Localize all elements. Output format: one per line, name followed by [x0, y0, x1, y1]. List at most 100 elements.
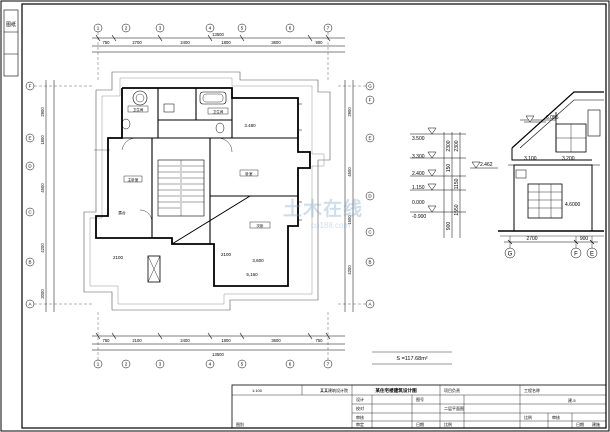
elev-0000: 0.000 [412, 200, 425, 206]
dim-bottom-3: 2400 [180, 338, 190, 343]
section-axis-g: G [508, 252, 513, 258]
title-block-scale: 1:100 [252, 388, 263, 393]
room-label-bedroom: 卧室 [245, 171, 253, 176]
area-label: S =117.68m² [396, 356, 427, 362]
grid-bottom-7: 7 [327, 362, 330, 367]
elev-1150: 1.150 [412, 185, 425, 191]
dim-top-6: 900 [316, 40, 324, 45]
dim-left-5: 2000 [40, 289, 45, 299]
grid-bottom-2: 2 [125, 362, 128, 367]
title-block-label-drawing-no: 图号 [416, 396, 424, 402]
vdim-6: 900 [446, 222, 452, 231]
room-label-master-bedroom: 主卧室 [128, 177, 139, 182]
title-block-row-scale: 比例 [524, 414, 532, 420]
grid-left-5: B [28, 260, 31, 265]
watermark-text: 土木在线 [283, 199, 364, 220]
elev-3500: 3.500 [412, 136, 425, 142]
title-block-label-review: 审核 [356, 414, 364, 420]
dim-bottom-1: 750 [103, 338, 111, 343]
grid-bottom-3: 3 [159, 362, 162, 367]
dim-bottom-2: 2100 [132, 338, 142, 343]
elev-2462: 2.462 [480, 162, 493, 168]
grid-top-5: 5 [241, 26, 244, 31]
section-axis-f: F [574, 252, 578, 258]
dim-right-1: 2900 [347, 107, 352, 117]
section-axis-e: E [590, 252, 594, 258]
vdim-5: 1550 [454, 204, 460, 215]
title-block [231, 384, 607, 429]
grid-left-3: D [28, 164, 32, 169]
grid-right-6: B [368, 260, 371, 265]
room-label-bathroom-2: 卫生间 [213, 109, 224, 114]
plan-text-4: 3,600 [252, 258, 264, 263]
watermark: 土木在线 co188.com [283, 194, 423, 234]
plan-text-5: 5,160 [246, 272, 258, 277]
title-block-label-scale: 比例 [444, 421, 452, 427]
dim-left-4: 4200 [40, 243, 45, 253]
section-detail [410, 91, 604, 248]
room-label-secondary-bedroom: 次卧 [256, 223, 264, 228]
dim-bottom-4: 1800 [221, 338, 231, 343]
watermark-subtext: co188.com [311, 221, 351, 230]
grid-bottom-6: 6 [289, 362, 292, 367]
title-block-drawing-name: 二层平面图 [444, 405, 464, 411]
dim-top-4: 1800 [221, 40, 231, 45]
title-block-label-design: 设计 [356, 396, 364, 402]
grid-top-1: 1 [97, 26, 100, 31]
hdim-2: 900 [580, 236, 589, 242]
title-block-label-type: 图别 [236, 421, 244, 427]
dim-top-3: 2400 [180, 40, 190, 45]
elev-6055: 6.055 [546, 115, 559, 121]
title-block-label-approve: 审定 [356, 421, 364, 427]
elev-4600: 4.6000 [565, 202, 581, 208]
title-block-company: 某某建筑设计院 [320, 387, 348, 393]
grid-right-1: G [368, 84, 372, 89]
plan-text-2: 3.480 [244, 123, 256, 128]
grid-right-2: F [369, 98, 372, 103]
dim-right-3: 1500 [347, 215, 352, 225]
dim-bottom-6: 750 [316, 338, 324, 343]
plan-text-3: 2100 [221, 252, 232, 257]
dim-bottom-total: 13500 [212, 352, 224, 357]
title-block-label-date: 日期 [416, 421, 424, 427]
grid-left-4: C [28, 210, 32, 215]
elev-3100: 3.100 [524, 156, 537, 162]
vdim-4: 1150 [454, 178, 460, 189]
title-block-project: 某住宅楼建筑设计图 [374, 387, 417, 394]
elev-3300: 3.300 [412, 154, 425, 160]
title-block-label-check: 校对 [356, 405, 364, 411]
grid-right-7: A [368, 302, 371, 307]
elev-minus-0900: -0.900 [412, 214, 426, 220]
title-block-row-date: 日期 [576, 421, 584, 427]
dim-right-2: 4500 [347, 167, 352, 177]
title-block-row-review: 审核 [552, 414, 560, 420]
floor-plan [45, 34, 354, 351]
dim-top-2: 2700 [132, 40, 142, 45]
elev-2400: 2.400 [412, 171, 425, 177]
grid-bottom-4: 4 [209, 362, 212, 367]
grid-right-4: D [368, 194, 372, 199]
dim-top-5: 3600 [271, 40, 281, 45]
dim-top-1: 750 [103, 40, 111, 45]
binding-strip [3, 9, 19, 77]
binding-strip-label: 图纸 [6, 21, 16, 28]
grid-right-5: C [368, 230, 372, 235]
dim-left-1: 2900 [40, 107, 45, 117]
room-label-bathroom-1: 卫生间 [133, 107, 144, 112]
hdim-1: 2700 [526, 236, 537, 242]
dim-left-2: 1800 [40, 135, 45, 145]
room-label-terrace: 露台 [118, 210, 126, 215]
title-block-label-project-manager: 项目负责 [444, 387, 460, 393]
elev-3200: 3.200 [562, 156, 575, 162]
grid-left-6: A [28, 302, 31, 307]
title-block-row-type: 建施 [592, 421, 600, 427]
dim-right-4: 4200 [347, 265, 352, 275]
grid-top-2: 2 [125, 26, 128, 31]
dim-bottom-5: 3600 [271, 338, 281, 343]
grid-left-1: F [29, 84, 32, 89]
grid-left-2: E [28, 136, 31, 141]
grid-right-3: E [368, 136, 371, 141]
vdim-2: 2300 [454, 140, 460, 151]
